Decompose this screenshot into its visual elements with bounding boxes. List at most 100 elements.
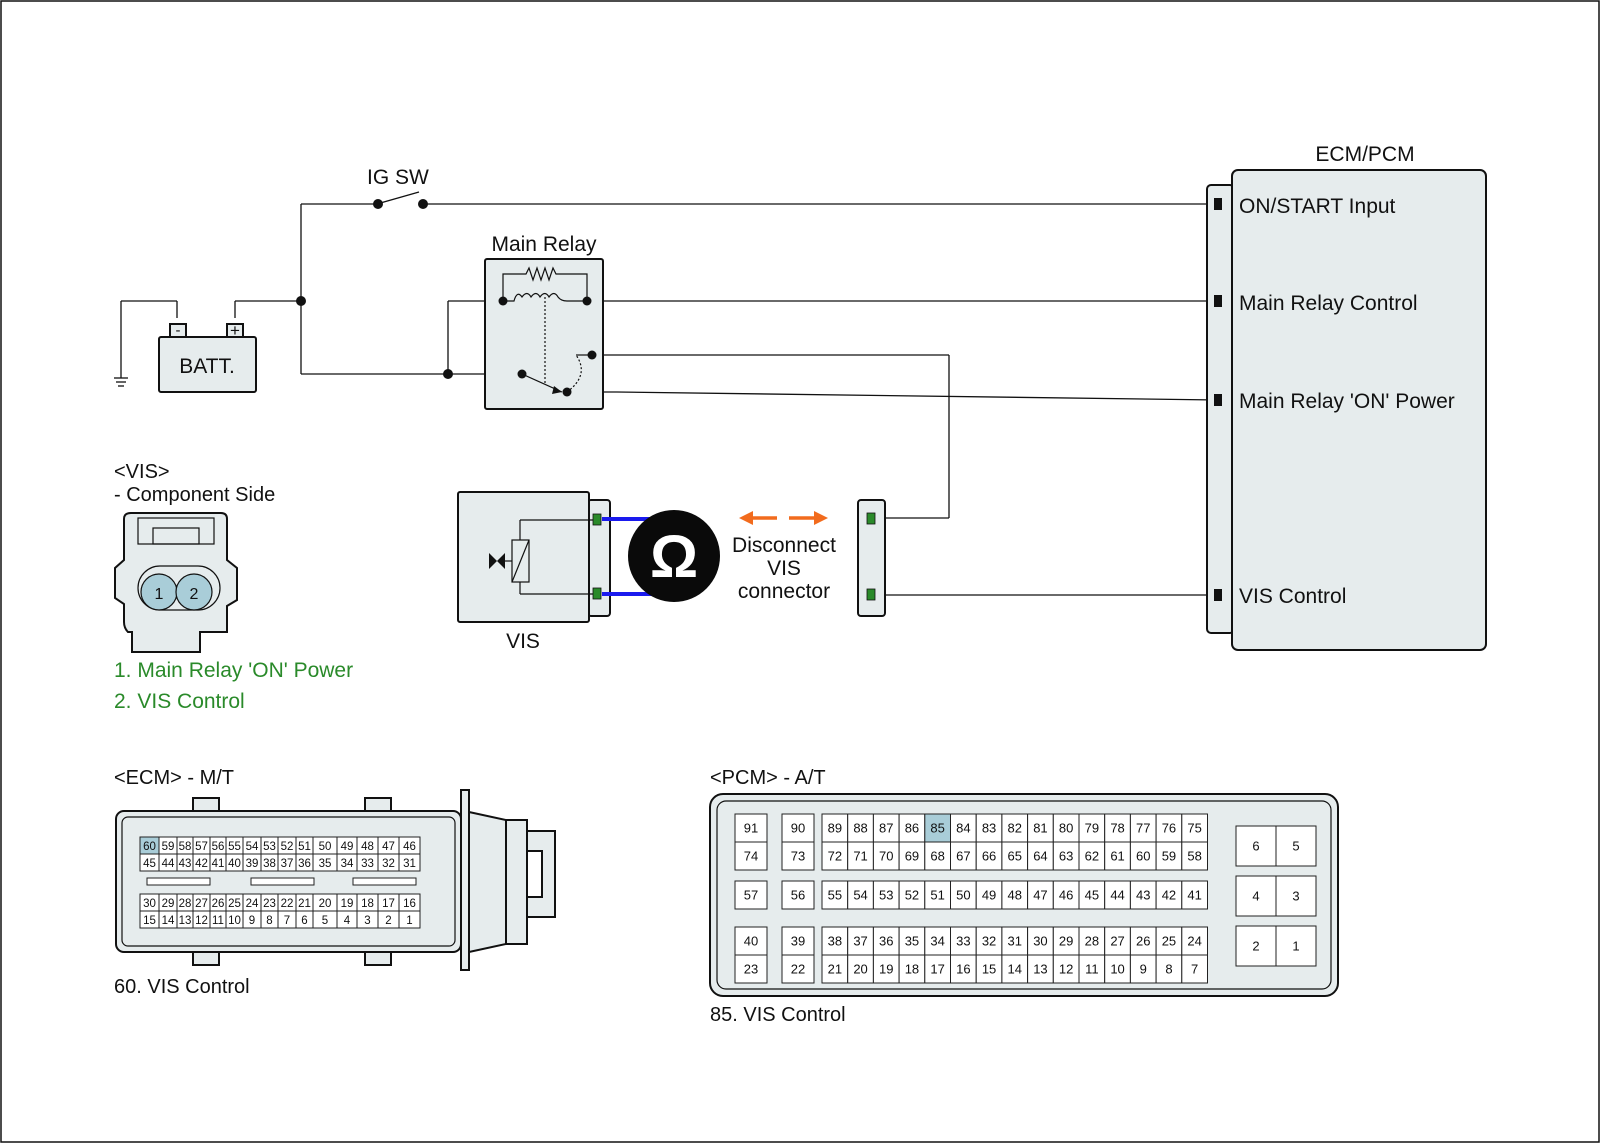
pin-cell	[1155, 954, 1183, 984]
pin-cell	[1001, 880, 1029, 910]
pin-label: 28	[1085, 934, 1099, 949]
pin-label: 70	[879, 849, 893, 864]
pin-label: 11	[1085, 962, 1099, 977]
pin-label: 47	[382, 841, 395, 853]
pin-label: 36	[879, 934, 893, 949]
pin-label: 29	[1059, 934, 1073, 949]
pin-label: 20	[319, 898, 332, 910]
pin-cell	[821, 841, 849, 871]
pin-label: 24	[1187, 934, 1201, 949]
pin-cell	[847, 926, 874, 956]
pin-cell	[781, 954, 815, 984]
pin-label: 48	[1008, 888, 1022, 903]
pin-label: 61	[1110, 849, 1124, 864]
pin-label: 39	[791, 934, 805, 949]
pin-cell	[1104, 926, 1131, 956]
pin-cell	[1104, 880, 1131, 910]
pin-cell	[398, 910, 421, 929]
terminal-main-relay-control: Main Relay Control	[1239, 292, 1418, 315]
pin-cell	[975, 926, 1003, 956]
pin-label: 35	[905, 934, 919, 949]
pcm-connector-title: <PCM> - A/T	[710, 767, 826, 789]
pin-cell	[1181, 841, 1209, 871]
pin-label: 10	[1110, 962, 1124, 977]
battery-plus: +	[230, 321, 240, 340]
pin-cell	[1078, 813, 1106, 843]
pin-cell	[1027, 954, 1054, 984]
pin-label: 34	[341, 858, 354, 870]
battery-label: BATT.	[179, 355, 235, 378]
ig-sw-label: IG SW	[367, 166, 429, 189]
pin-cell	[781, 841, 815, 871]
pin-label: 89	[828, 821, 842, 836]
junction-dot	[296, 296, 306, 306]
pin-cell	[734, 841, 768, 871]
pin-label: 15	[982, 962, 996, 977]
pin-label: 27	[1110, 934, 1124, 949]
pin-label: 50	[956, 888, 970, 903]
pin-label: 33	[956, 934, 970, 949]
pin-label: 57	[195, 841, 208, 853]
pin-label: 78	[1110, 821, 1124, 836]
pin-cell	[781, 926, 815, 956]
pin-cell	[398, 853, 421, 872]
pin-label: 32	[982, 934, 996, 949]
pin-label: 5	[1292, 839, 1299, 854]
pin-label: 18	[361, 898, 374, 910]
terminal-on-start-input: ON/START Input	[1239, 195, 1396, 218]
pin-label: 24	[246, 898, 259, 910]
pin-label: 56	[212, 841, 225, 853]
pin-cell	[950, 954, 977, 984]
vis-connector-subtitle: - Component Side	[114, 484, 275, 506]
pin-label: 23	[263, 898, 276, 910]
pin-label: 25	[1162, 934, 1176, 949]
pin-cell	[872, 954, 900, 984]
pin-cell	[1181, 954, 1209, 984]
pin-label: 82	[1008, 821, 1022, 836]
junction-dot	[443, 369, 453, 379]
pin-cell	[781, 880, 815, 910]
pin-label: 17	[382, 898, 395, 910]
pin-label: 68	[930, 849, 944, 864]
pin-label: 7	[1191, 962, 1198, 977]
pin-label: 75	[1187, 821, 1201, 836]
pin-label: 50	[319, 841, 332, 853]
pin-cell	[1027, 813, 1054, 843]
pin-label: 12	[1059, 962, 1073, 977]
pin-label: 56	[791, 888, 805, 903]
pin-label: 33	[361, 858, 374, 870]
pin-cell	[924, 926, 951, 956]
pin-label: 54	[246, 841, 259, 853]
ecm-note: 60. VIS Control	[114, 976, 250, 998]
pin-label: 15	[143, 915, 156, 927]
terminal-main-relay-on-power: Main Relay 'ON' Power	[1239, 390, 1455, 413]
pin-label: 67	[956, 849, 970, 864]
pin-label: 53	[263, 841, 276, 853]
pin-label: 79	[1085, 821, 1099, 836]
pin-label: 77	[1136, 821, 1150, 836]
pin-label: 34	[930, 934, 944, 949]
pin-cell	[1235, 925, 1277, 967]
pin-label: 85	[930, 821, 944, 836]
pin-label: 60	[143, 841, 156, 853]
ohm-symbol: Ω	[650, 523, 698, 590]
pin-label: 28	[179, 898, 192, 910]
pin-label: 81	[1033, 821, 1047, 836]
pin-cell	[1052, 954, 1080, 984]
pin-label: 11	[212, 915, 224, 927]
pin-cell	[847, 841, 874, 871]
pin-label: 71	[853, 849, 867, 864]
pin-cell	[1027, 880, 1054, 910]
pin-label: 57	[744, 888, 758, 903]
pin-cell	[950, 880, 977, 910]
pin-label: 66	[982, 849, 996, 864]
pin-label: 46	[403, 841, 416, 853]
pin-cell	[872, 880, 900, 910]
pin-label: 31	[1008, 934, 1022, 949]
pin-label: 18	[905, 962, 919, 977]
pin-label: 90	[791, 821, 805, 836]
pin-label: 44	[1110, 888, 1124, 903]
pin-label: 41	[212, 858, 225, 870]
ohm-meter-icon: Ω	[628, 510, 720, 602]
